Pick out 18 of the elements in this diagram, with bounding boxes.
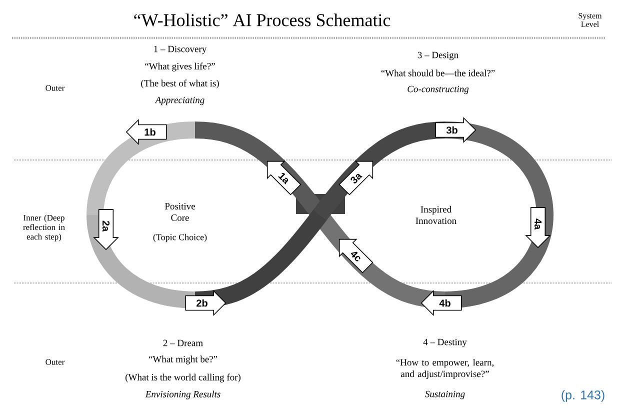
label-text: “What might be?” xyxy=(148,356,218,364)
label-text: Appreciating xyxy=(154,96,204,106)
label-text: (p. 143) xyxy=(562,390,604,402)
label-text: (What is the world calling for) xyxy=(126,374,240,382)
label-text: “What gives life?” xyxy=(145,62,215,72)
label-text: System Level xyxy=(578,13,602,27)
label-text: Envisioning Results xyxy=(145,390,220,400)
label-text: “What should be—the ideal?” xyxy=(381,70,495,76)
title: “W-Holistic” AI Process Schematic xyxy=(134,14,390,26)
label-text: Sustaining xyxy=(425,390,465,400)
label-text: Outer xyxy=(46,359,65,365)
label-text: 3 – Design xyxy=(418,52,458,60)
label-text: Positive Core xyxy=(164,203,195,221)
label-text: Outer xyxy=(46,85,65,91)
label-text: Inspired Innovation xyxy=(416,206,456,224)
label-text: “How to empower, learn, and adjust/improvise?” xyxy=(396,358,494,380)
label-text: (Topic Choice) xyxy=(153,234,207,242)
label-text: 1 – Discovery xyxy=(154,46,207,54)
